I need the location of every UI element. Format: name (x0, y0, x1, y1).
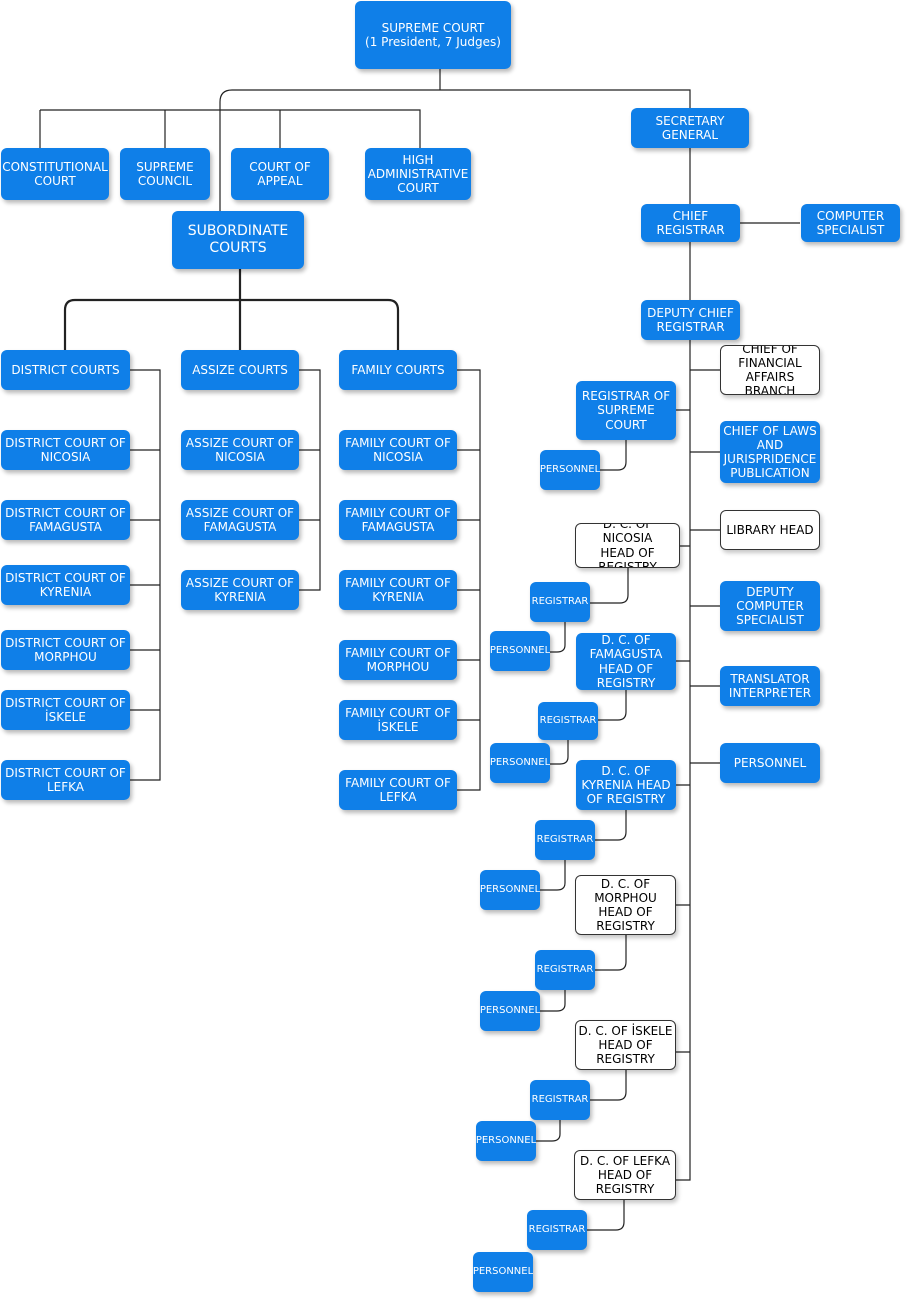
personnel-box[interactable]: PERSONNEL (720, 743, 820, 783)
deputy-chief-registrar-box[interactable]: DEPUTY CHIEF REGISTRAR (641, 300, 740, 340)
assize-court-nicosia[interactable]: ASSIZE COURT OF NICOSIA (181, 430, 299, 470)
morphou-head-of-registry-box[interactable]: D. C. OF MORPHOU HEAD OF REGISTRY (575, 875, 676, 935)
kyrenia-head-of-registry-box[interactable]: D. C. OF KYRENIA HEAD OF REGISTRY (576, 760, 676, 810)
personnel-supreme-court-box[interactable]: PERSONNEL (540, 450, 600, 490)
nicosia-head-of-registry-box[interactable]: D. C. OF NICOSIA HEAD OF REGISTRY (575, 523, 680, 568)
district-court-kyrenia[interactable]: DISTRICT COURT OF KYRENIA (1, 565, 130, 605)
famagusta-personnel-box[interactable]: PERSONNEL (490, 743, 550, 783)
nicosia-personnel-box[interactable]: PERSONNEL (490, 631, 550, 671)
famagusta-head-of-registry-box[interactable]: D. C. OF FAMAGUSTA HEAD OF REGISTRY (576, 633, 676, 690)
family-courts-header[interactable]: FAMILY COURTS (339, 350, 457, 390)
assize-courts-header[interactable]: ASSIZE COURTS (181, 350, 299, 390)
translator-interpreter-box[interactable]: TRANSLATOR INTERPRETER (720, 666, 820, 706)
kyrenia-personnel-box[interactable]: PERSONNEL (480, 870, 540, 910)
deputy-computer-specialist-box[interactable]: DEPUTY COMPUTER SPECIALIST (720, 581, 820, 631)
computer-specialist-box[interactable]: COMPUTER SPECIALIST (801, 204, 900, 242)
iskele-registrar-box[interactable]: REGISTRAR (530, 1080, 590, 1120)
high-administrative-court-box[interactable]: HIGH ADMINISTRATIVE COURT (365, 148, 471, 200)
registrar-of-supreme-court-box[interactable]: REGISTRAR OF SUPREME COURT (576, 381, 676, 440)
assize-court-kyrenia[interactable]: ASSIZE COURT OF KYRENIA (181, 570, 299, 610)
lefka-personnel-box[interactable]: PERSONNEL (473, 1252, 533, 1292)
nicosia-registrar-box[interactable]: REGISTRAR (530, 582, 590, 622)
morphou-registrar-box[interactable]: REGISTRAR (535, 950, 595, 990)
morphou-personnel-box[interactable]: PERSONNEL (480, 991, 540, 1031)
family-court-nicosia[interactable]: FAMILY COURT OF NICOSIA (339, 430, 457, 470)
family-court-kyrenia[interactable]: FAMILY COURT OF KYRENIA (339, 570, 457, 610)
chief-financial-affairs-box[interactable]: CHIEF OF FINANCIAL AFFAIRS BRANCH (720, 345, 820, 395)
family-court-iskele[interactable]: FAMILY COURT OF İSKELE (339, 700, 457, 740)
iskele-personnel-box[interactable]: PERSONNEL (476, 1121, 536, 1161)
district-court-famagusta[interactable]: DISTRICT COURT OF FAMAGUSTA (1, 500, 130, 540)
famagusta-registrar-box[interactable]: REGISTRAR (538, 702, 598, 740)
supreme-council-box[interactable]: SUPREME COUNCIL (120, 148, 210, 200)
constitutional-court-box[interactable]: CONSTITUTIONAL COURT (1, 148, 109, 200)
district-court-nicosia[interactable]: DISTRICT COURT OF NICOSIA (1, 430, 130, 470)
library-head-box[interactable]: LIBRARY HEAD (720, 510, 820, 550)
subordinate-courts-box[interactable]: SUBORDINATE COURTS (172, 211, 304, 269)
district-court-lefka[interactable]: DISTRICT COURT OF LEFKA (1, 760, 130, 800)
chief-laws-publication-box[interactable]: CHIEF OF LAWS AND JURISPRIDENCE PUBLICAT… (720, 421, 820, 483)
lefka-registrar-box[interactable]: REGISTRAR (527, 1210, 587, 1250)
family-court-famagusta[interactable]: FAMILY COURT OF FAMAGUSTA (339, 500, 457, 540)
family-court-lefka[interactable]: FAMILY COURT OF LEFKA (339, 770, 457, 810)
district-court-iskele[interactable]: DISTRICT COURT OF İSKELE (1, 690, 130, 730)
lefka-head-of-registry-box[interactable]: D. C. OF LEFKA HEAD OF REGISTRY (574, 1150, 676, 1200)
chief-registrar-box[interactable]: CHIEF REGISTRAR (641, 204, 740, 242)
kyrenia-registrar-box[interactable]: REGISTRAR (535, 820, 595, 860)
district-court-morphou[interactable]: DISTRICT COURT OF MORPHOU (1, 630, 130, 670)
district-courts-header[interactable]: DISTRICT COURTS (1, 350, 130, 390)
family-court-morphou[interactable]: FAMILY COURT OF MORPHOU (339, 640, 457, 680)
secretary-general-box[interactable]: SECRETARY GENERAL (631, 108, 749, 148)
assize-court-famagusta[interactable]: ASSIZE COURT OF FAMAGUSTA (181, 500, 299, 540)
court-of-appeal-box[interactable]: COURT OF APPEAL (231, 148, 329, 200)
supreme-court-box[interactable]: SUPREME COURT (1 President, 7 Judges) (355, 1, 511, 69)
iskele-head-of-registry-box[interactable]: D. C. OF İSKELE HEAD OF REGISTRY (575, 1020, 676, 1070)
